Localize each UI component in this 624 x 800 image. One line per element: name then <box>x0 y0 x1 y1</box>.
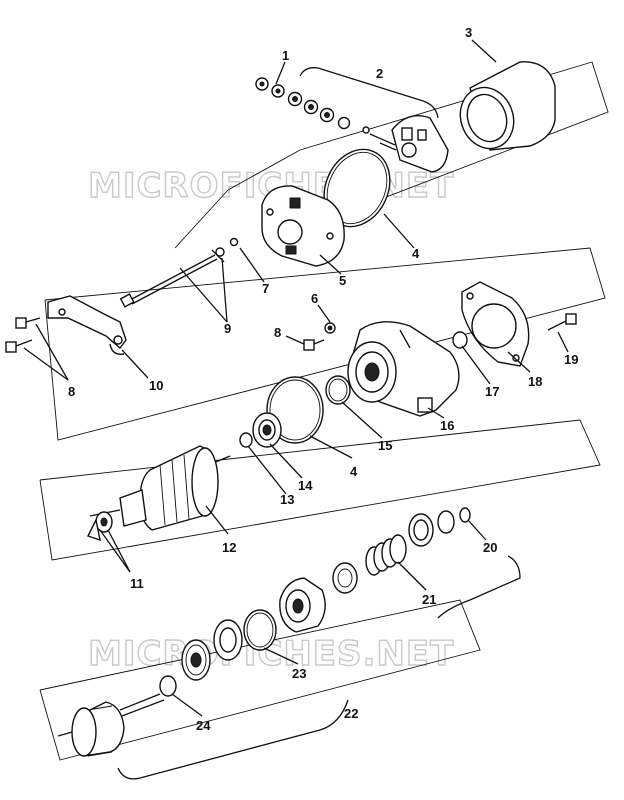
gasket-plate-part-18 <box>461 281 530 367</box>
callout-16: 16 <box>440 418 454 433</box>
callout-4-middle: 4 <box>350 464 358 479</box>
callout-7: 7 <box>262 281 269 296</box>
callout-18: 18 <box>528 374 542 389</box>
callout-15: 15 <box>378 438 392 453</box>
callout-14: 14 <box>298 478 313 493</box>
callout-21: 21 <box>422 592 436 607</box>
callout-5: 5 <box>339 273 346 288</box>
seal-part-15 <box>325 375 351 405</box>
bearing-washer-part-20 <box>408 507 471 547</box>
clutch-assembly <box>279 577 326 633</box>
washer-part-13 <box>239 432 253 448</box>
callout-19: 19 <box>564 352 578 367</box>
leader-lines <box>23 39 569 717</box>
front-housing-part-16 <box>347 321 460 417</box>
washer-part-17 <box>452 331 468 349</box>
mounting-bracket-part-10 <box>47 295 127 355</box>
callout-labels: 1 2 3 4 4 5 6 7 8 8 9 10 11 12 13 14 15 … <box>68 25 578 733</box>
bolt-part-19 <box>547 313 577 331</box>
callout-24: 24 <box>196 718 211 733</box>
callout-12: 12 <box>222 540 236 555</box>
clutch-plates <box>181 619 243 681</box>
callout-17: 17 <box>485 384 499 399</box>
callout-1: 1 <box>282 48 289 63</box>
callout-9: 9 <box>224 321 231 336</box>
through-bolt-part-9 <box>119 247 225 308</box>
callout-2: 2 <box>376 66 383 81</box>
o-ring-part-23 <box>243 609 277 651</box>
callout-8-middle: 8 <box>274 325 281 340</box>
bolts-part-8-left <box>5 317 41 353</box>
bearing-part-14 <box>252 412 282 448</box>
pinion-gear-shaft-part-22 <box>57 693 165 757</box>
callout-23: 23 <box>292 666 306 681</box>
panel-outlines <box>39 61 609 761</box>
callout-11: 11 <box>130 576 144 591</box>
callout-20: 20 <box>483 540 497 555</box>
nut-stack-part-1 <box>255 77 351 130</box>
callout-13: 13 <box>280 492 294 507</box>
bracket-part-21 <box>437 555 521 619</box>
snap-ring-part-24 <box>159 675 177 697</box>
callout-22: 22 <box>344 706 358 721</box>
bracket-part-22 <box>117 699 349 780</box>
callout-8-left: 8 <box>68 384 75 399</box>
brush-holder-part-2 <box>362 115 449 173</box>
bolt-part-8-middle <box>303 339 325 351</box>
callout-4-top: 4 <box>412 246 420 261</box>
clip-part-11 <box>87 511 113 542</box>
callout-3: 3 <box>465 25 472 40</box>
yoke-housing-part-3 <box>459 61 556 151</box>
washer-part-7 <box>229 237 239 247</box>
end-cover-part-5 <box>261 185 345 267</box>
callout-6: 6 <box>311 291 318 306</box>
callout-10: 10 <box>149 378 163 393</box>
spring-part-21 <box>332 534 407 594</box>
armature-part-12 <box>89 445 231 531</box>
bracket-part-2 <box>299 67 439 119</box>
